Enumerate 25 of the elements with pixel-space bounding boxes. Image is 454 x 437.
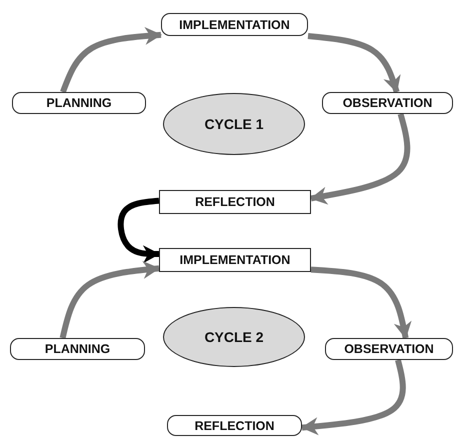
stage-label: REFLECTION [194, 418, 274, 432]
stage-label: PLANNING [44, 342, 110, 356]
stage-box [159, 190, 311, 214]
curved-arrow [118, 198, 160, 264]
stage-label: CYCLE 2 [204, 329, 264, 345]
stage-label: OBSERVATION [342, 96, 432, 110]
stage-box [161, 13, 308, 36]
curved-arrow [60, 26, 162, 94]
curved-arrow [310, 113, 410, 205]
stage-label: REFLECTION [195, 195, 275, 209]
stage-box [325, 338, 453, 360]
stage-label: OBSERVATION [344, 342, 434, 356]
stage-box [10, 338, 145, 360]
stage-box [12, 92, 146, 114]
stage-label: PLANNING [46, 96, 112, 110]
curved-arrow [60, 260, 160, 339]
stage-label: CYCLE 1 [204, 116, 264, 132]
curved-arrow [310, 266, 412, 339]
stage-label: IMPLEMENTATION [180, 253, 290, 267]
stage-box [167, 415, 302, 436]
stage-box [159, 248, 311, 272]
stage-box [322, 92, 453, 114]
stage-label: IMPLEMENTATION [179, 18, 290, 32]
curved-arrow [301, 359, 406, 436]
curved-arrow [308, 33, 401, 93]
